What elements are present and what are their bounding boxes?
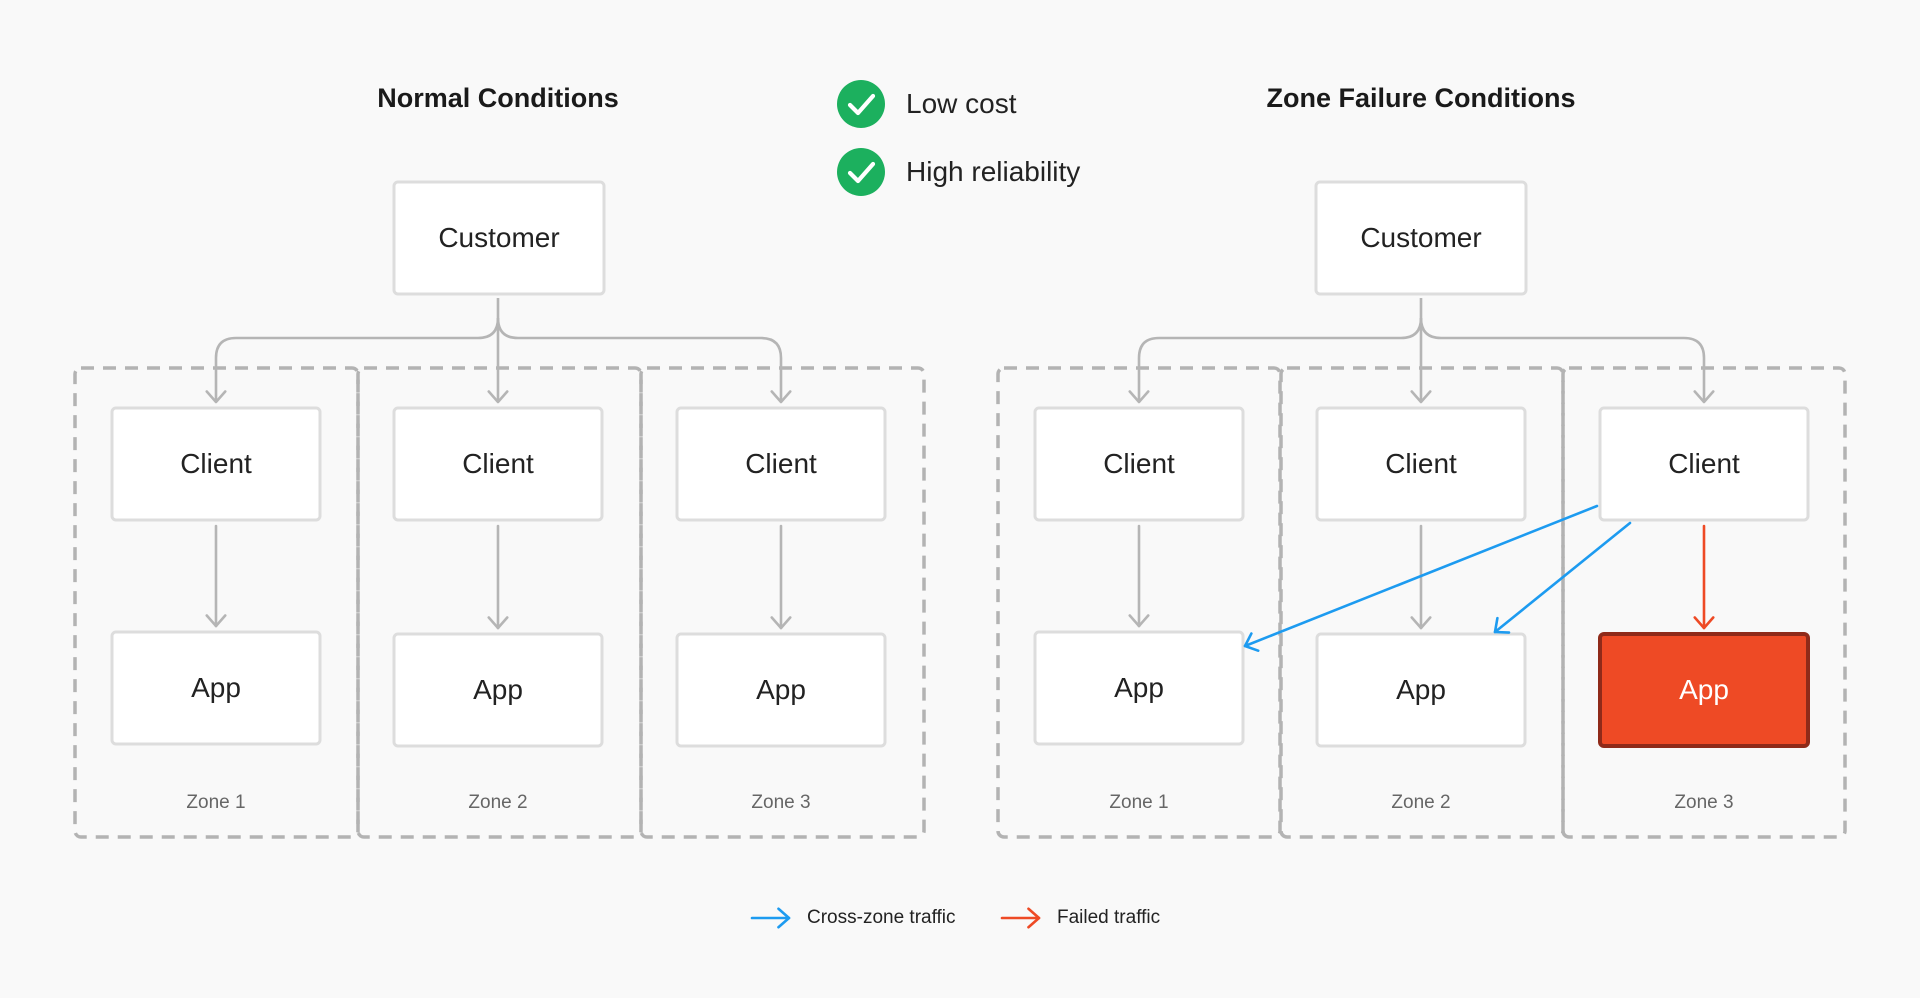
app-box <box>1315 632 1527 748</box>
client-box-label: Client <box>462 448 534 479</box>
client-box <box>1598 406 1810 522</box>
connector-arrowhead <box>1410 390 1432 404</box>
customer-box <box>392 180 606 296</box>
failed-app-box-label: App <box>1679 674 1729 705</box>
client-box-label: Client <box>745 448 817 479</box>
client-box-label: Client <box>1668 448 1740 479</box>
connector-arrowhead <box>770 390 792 404</box>
connector-customer-to-client-3 <box>496 317 783 400</box>
customer-box-label: Customer <box>438 222 560 253</box>
client-box-label: Client <box>180 448 252 479</box>
failed-app-box <box>1598 632 1810 748</box>
legend-failed-label: Failed traffic <box>1057 907 1161 928</box>
check-circle-icon <box>837 80 885 128</box>
client-box-label: Client <box>1103 448 1175 479</box>
zone-label: Zone 3 <box>751 792 811 813</box>
cross-zone-arrow-to-zone-2-app <box>1493 521 1632 634</box>
panel-title-normal: Normal Conditions <box>377 82 619 113</box>
app-box-label: App <box>1396 674 1446 705</box>
check-mark-icon <box>847 93 876 116</box>
app-box <box>675 632 887 748</box>
connector-arrowhead <box>1128 390 1150 404</box>
zone-label: Zone 2 <box>1391 792 1451 813</box>
zone-container <box>639 366 926 839</box>
client-to-app-arrow-head <box>205 614 227 628</box>
client-box <box>1315 406 1527 522</box>
legend-cross-zone-arrow-icon-head <box>777 907 791 929</box>
benefit-high-reliability-label: High reliability <box>906 156 1081 187</box>
zone-label: Zone 1 <box>186 792 246 813</box>
app-box <box>110 630 322 746</box>
customer-box <box>1314 180 1528 296</box>
client-to-app-arrow-head <box>1410 616 1432 630</box>
app-box-label: App <box>1114 672 1164 703</box>
client-box <box>1033 406 1245 522</box>
connector-arrowhead <box>1693 390 1715 404</box>
zone-label: Zone 3 <box>1674 792 1734 813</box>
zone-label: Zone 1 <box>1109 792 1169 813</box>
client-to-app-arrow-head <box>1128 614 1150 628</box>
connector-arrowhead <box>205 390 227 404</box>
check-circle-icon <box>837 148 885 196</box>
client-box-label: Client <box>1385 448 1457 479</box>
legend-cross-zone-label: Cross-zone traffic <box>807 907 956 928</box>
connector-arrowhead <box>487 390 509 404</box>
connector-customer-to-client-3 <box>1419 317 1706 400</box>
legend-failed-arrow-icon-head <box>1027 907 1041 929</box>
panel-title-zone-failure: Zone Failure Conditions <box>1266 82 1576 113</box>
zone-label: Zone 2 <box>468 792 528 813</box>
failed-traffic-arrow-head <box>1693 616 1715 630</box>
app-box <box>1033 630 1245 746</box>
app-box-label: App <box>473 674 523 705</box>
customer-box-label: Customer <box>1360 222 1482 253</box>
cross-zone-arrow-to-zone-1-app <box>1243 504 1599 648</box>
client-box <box>392 406 604 522</box>
client-to-app-arrow-head <box>770 616 792 630</box>
app-box-label: App <box>191 672 241 703</box>
app-box <box>392 632 604 748</box>
client-box <box>675 406 887 522</box>
cross-zone-arrow-to-zone-1-app-head <box>1243 632 1260 652</box>
client-box <box>110 406 322 522</box>
benefit-low-cost-label: Low cost <box>906 88 1017 119</box>
check-mark-icon <box>847 161 876 184</box>
app-box-label: App <box>756 674 806 705</box>
client-to-app-arrow-head <box>487 616 509 630</box>
cross-zone-arrow-to-zone-2-app-head <box>1493 616 1511 634</box>
